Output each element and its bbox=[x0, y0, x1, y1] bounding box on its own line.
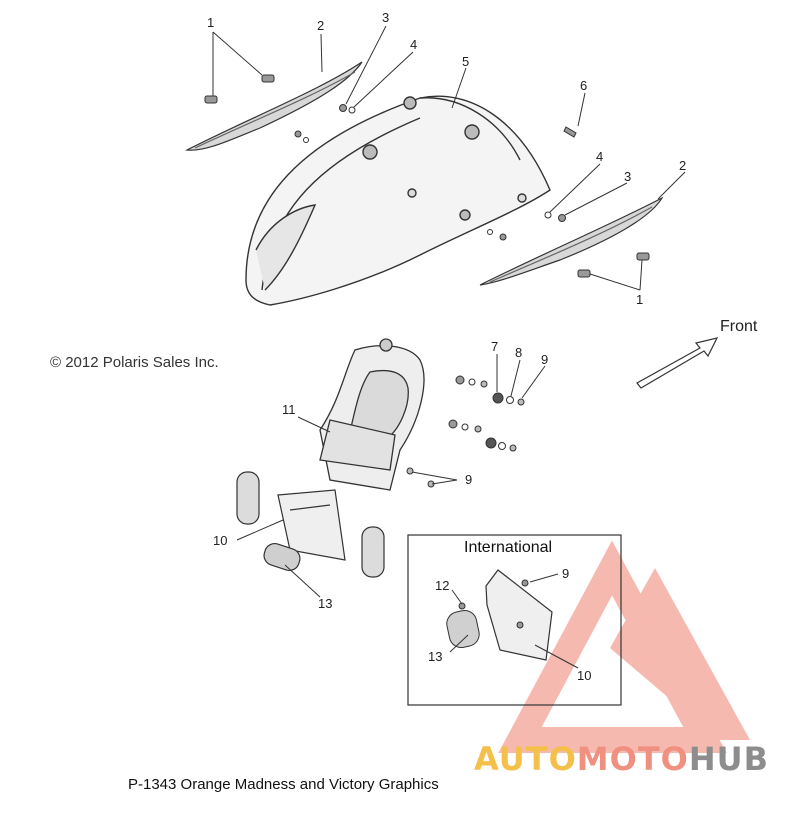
callout-2-right: 2 bbox=[679, 158, 686, 173]
callout-3-right: 3 bbox=[624, 169, 631, 184]
callout-4-right: 4 bbox=[596, 149, 603, 164]
watermark-part-auto: AUTO bbox=[474, 740, 577, 778]
rear-fender bbox=[245, 95, 551, 306]
callout-11: 11 bbox=[282, 402, 296, 417]
callout-12: 12 bbox=[435, 578, 449, 593]
callout-13-left: 13 bbox=[318, 596, 332, 611]
callout-9-upper: 9 bbox=[541, 352, 548, 367]
watermark-logo-icon bbox=[498, 540, 750, 753]
callout-7: 7 bbox=[491, 339, 498, 354]
leader-lines bbox=[212, 25, 686, 669]
footer-caption: P-1343 Orange Madness and Victory Graphi… bbox=[128, 776, 439, 793]
callout-10-intl: 10 bbox=[577, 668, 591, 683]
callout-3-top: 3 bbox=[382, 10, 389, 25]
trim-strip-right bbox=[479, 196, 664, 286]
watermark-part-hub: HUB bbox=[688, 740, 770, 778]
copyright-text: © 2012 Polaris Sales Inc. bbox=[50, 354, 219, 371]
callout-6: 6 bbox=[580, 78, 587, 93]
watermark-part-moto: MOTO bbox=[576, 740, 689, 778]
callout-5: 5 bbox=[462, 54, 469, 69]
hardware-stack bbox=[406, 375, 525, 488]
fasteners-top bbox=[204, 74, 650, 278]
reflectors bbox=[236, 471, 385, 578]
callout-8: 8 bbox=[515, 345, 522, 360]
license-bracket bbox=[319, 338, 425, 491]
international-box bbox=[407, 534, 622, 706]
callout-1-right: 1 bbox=[636, 292, 643, 307]
callout-4-top: 4 bbox=[410, 37, 417, 52]
callout-2-top: 2 bbox=[317, 18, 324, 33]
callout-numbers: 1 2 3 4 5 6 4 3 2 1 7 8 9 11 9 10 13 12 … bbox=[207, 10, 686, 683]
callout-1-top: 1 bbox=[207, 15, 214, 30]
callout-9-intl: 9 bbox=[562, 566, 569, 581]
front-label: Front bbox=[720, 318, 758, 335]
international-label: International bbox=[464, 539, 553, 556]
watermark-brand: AUTOMOTOHUB bbox=[474, 740, 769, 778]
plate-bracket bbox=[277, 489, 346, 561]
callout-13-intl: 13 bbox=[428, 649, 442, 664]
callout-10-left: 10 bbox=[213, 533, 227, 548]
trim-strip-left bbox=[184, 61, 363, 151]
front-arrow-icon bbox=[636, 337, 719, 389]
callout-9-lower: 9 bbox=[465, 472, 472, 487]
